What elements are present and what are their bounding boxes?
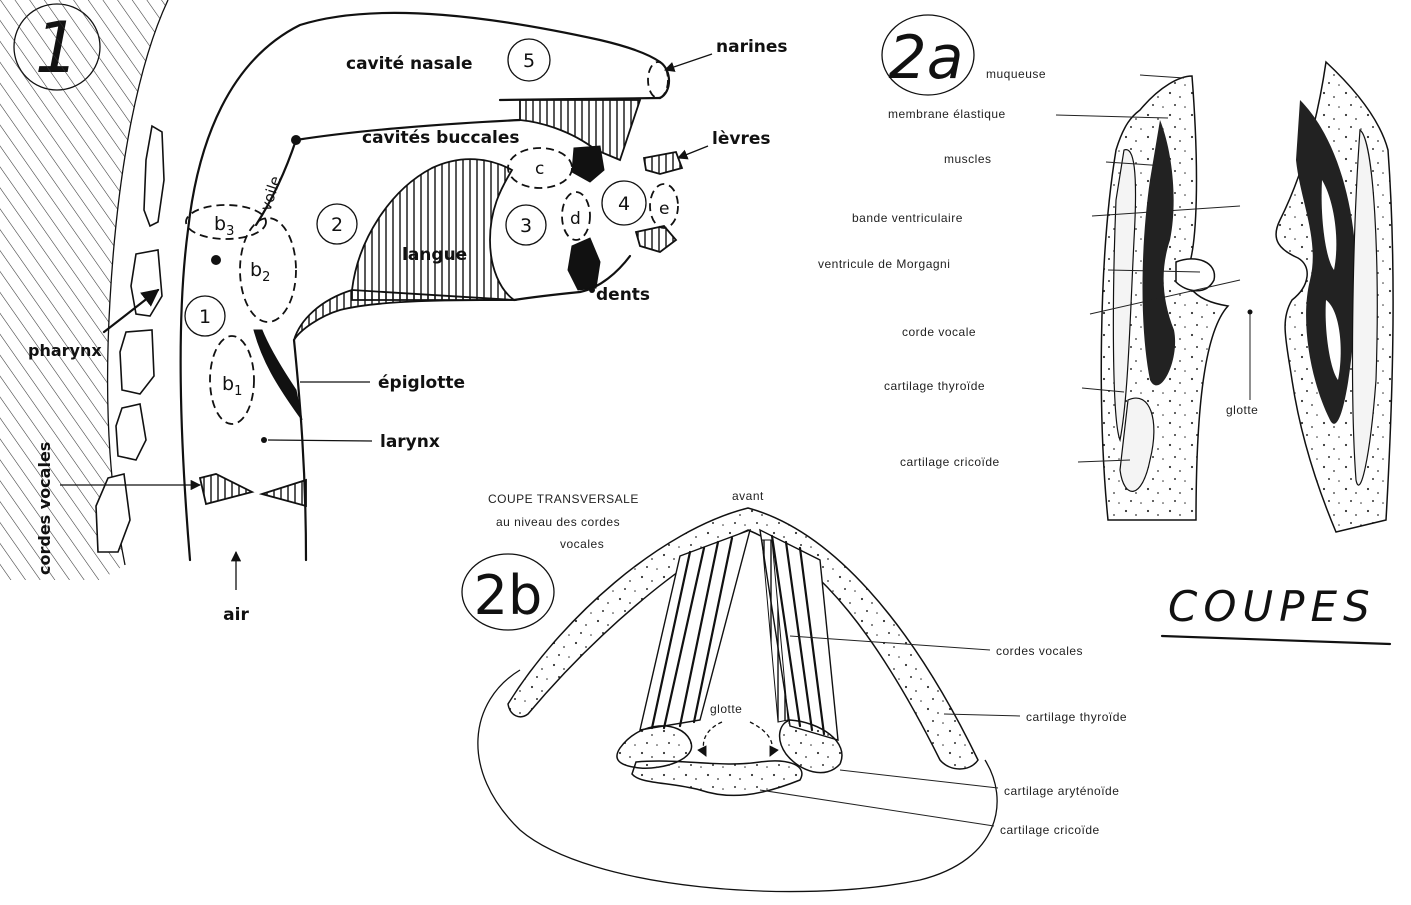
upper-teeth xyxy=(572,146,604,182)
front-label: avant xyxy=(732,489,764,503)
transverse-title-line3: vocales xyxy=(560,537,604,551)
label-ventricular-band: bande ventriculaire xyxy=(852,211,963,225)
leader-mucosa xyxy=(1140,75,1184,78)
epiglottis-label: épiglotte xyxy=(378,373,465,393)
leader-cricoid-2b xyxy=(760,790,994,826)
leader-arytenoid-2b xyxy=(840,770,998,788)
vertebra-3 xyxy=(120,330,154,394)
label-thyroid-cartilage: cartilage thyroïde xyxy=(884,379,985,393)
jaw-hatched xyxy=(294,290,514,340)
figure-1-vocal-tract: 1 xyxy=(0,0,788,625)
zone-d-label: d xyxy=(570,209,581,229)
label-morgagni-ventricle: ventricule de Morgagni xyxy=(818,257,950,271)
glottis-arrow-left xyxy=(703,722,722,756)
zone-b1-label: b1 xyxy=(222,373,242,399)
glottis-label-2b: glotte xyxy=(710,702,742,716)
pharynx-point-dot xyxy=(211,255,221,265)
label-arytenoid-2b: cartilage aryténoïde xyxy=(1004,784,1119,798)
teeth-label: dents xyxy=(596,285,650,305)
lower-teeth xyxy=(568,238,600,290)
air-label: air xyxy=(223,605,249,625)
coupes-heading-group: COUPES xyxy=(1162,582,1390,644)
label-muscles: muscles xyxy=(944,152,992,166)
vertebra-4 xyxy=(116,404,146,460)
lips-arrow xyxy=(678,146,708,158)
label-vocal-cord: corde vocale xyxy=(902,325,976,339)
oral-cavities-label: cavités buccales xyxy=(362,128,520,148)
lips-label: lèvres xyxy=(712,129,770,149)
nostrils-label: narines xyxy=(716,37,788,57)
vertebra-1 xyxy=(144,126,164,226)
zone-e-label: e xyxy=(659,199,669,219)
larynx-point-dot xyxy=(261,437,267,443)
transverse-title-line2: au niveau des cordes xyxy=(496,515,620,529)
figure-2b-number: 2b xyxy=(474,564,543,627)
left-ventricle xyxy=(1176,259,1214,291)
zone-b3-label: b3 xyxy=(214,213,234,239)
figure-2a-frontal-section: 2a glotte muqueuse membrane élastique mu… xyxy=(818,15,1393,532)
nasal-cavity-label: cavité nasale xyxy=(346,54,473,74)
larynx-label: larynx xyxy=(380,432,440,452)
label-cricoid-cartilage: cartilage cricoïde xyxy=(900,455,1000,469)
figure-2a-number: 2a xyxy=(889,23,964,93)
zone-2-number: 2 xyxy=(331,214,343,236)
zone-1-number: 1 xyxy=(199,306,211,328)
vocal-cords-label: cordes vocales xyxy=(35,442,54,575)
glottis-label-2a: glotte xyxy=(1226,403,1258,417)
larynx-leader xyxy=(268,440,372,441)
coupes-underline xyxy=(1162,636,1390,644)
vocal-fold-left xyxy=(200,474,252,504)
transverse-title-line1: COUPE TRANSVERSALE xyxy=(488,492,639,506)
tongue-hatched xyxy=(352,159,514,300)
label-mucosa: muqueuse xyxy=(986,67,1046,81)
figure-2b-transverse-section: 2b COUPE TRANSVERSALE au niveau des cord… xyxy=(462,489,1127,892)
label-cricoid-2b: cartilage cricoïde xyxy=(1000,823,1100,837)
vocal-fold-right xyxy=(262,480,306,506)
zone-b2-label: b2 xyxy=(250,259,270,285)
label-elastic-membrane: membrane élastique xyxy=(888,107,1006,121)
upper-lip xyxy=(644,152,682,174)
pharynx-label: pharynx xyxy=(28,341,102,360)
zone-3-number: 3 xyxy=(520,215,532,237)
zone-4-number: 4 xyxy=(618,193,630,215)
zone-5-number: 5 xyxy=(523,50,535,72)
tongue-label: langue xyxy=(402,245,467,265)
label-vocal-cords-2b: cordes vocales xyxy=(996,644,1083,658)
nostrils-arrow xyxy=(665,54,712,70)
zone-c-label: c xyxy=(535,159,544,179)
coupes-heading: COUPES xyxy=(1168,582,1376,631)
glottis-point xyxy=(1248,310,1253,315)
teeth-pointer-dot xyxy=(589,287,595,293)
lower-lip xyxy=(636,226,676,252)
cricoid-cartilage-2b xyxy=(632,761,802,795)
glottis-arrow-right xyxy=(750,722,772,756)
label-thyroid-2b: cartilage thyroïde xyxy=(1026,710,1127,724)
velum-label: voile xyxy=(257,174,285,213)
front-neck-wall xyxy=(294,340,306,560)
